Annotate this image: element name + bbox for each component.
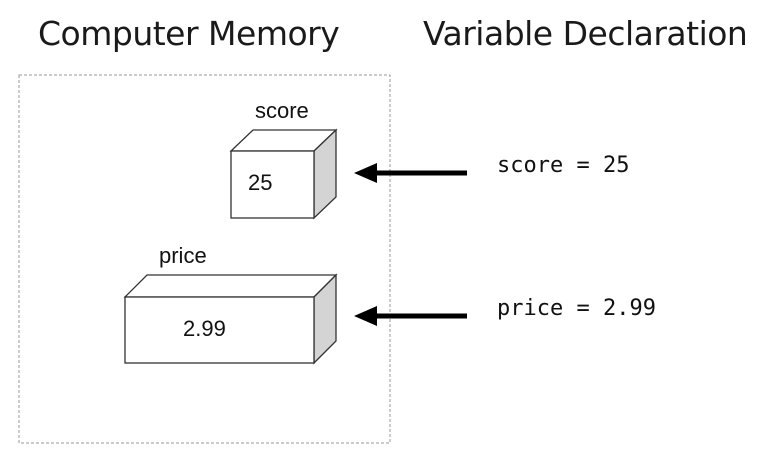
price-memory-box — [123, 273, 338, 365]
variable-declaration-heading: Variable Declaration — [423, 14, 748, 53]
price-box-front — [124, 296, 315, 364]
computer-memory-heading: Computer Memory — [38, 14, 340, 53]
price-declaration-code: price = 2.99 — [497, 296, 656, 321]
price-arrow — [354, 306, 467, 326]
score-box-label: score — [255, 98, 309, 123]
price-box-top — [123, 274, 338, 298]
score-memory-box — [229, 128, 338, 220]
price-box-value: 2.99 — [183, 316, 226, 341]
price-box-label: price — [159, 243, 207, 268]
memory-container — [18, 74, 391, 444]
score-box-value: 25 — [248, 170, 272, 195]
score-declaration-code: score = 25 — [497, 153, 630, 178]
score-arrow — [354, 163, 467, 183]
score-box-front — [230, 150, 315, 219]
